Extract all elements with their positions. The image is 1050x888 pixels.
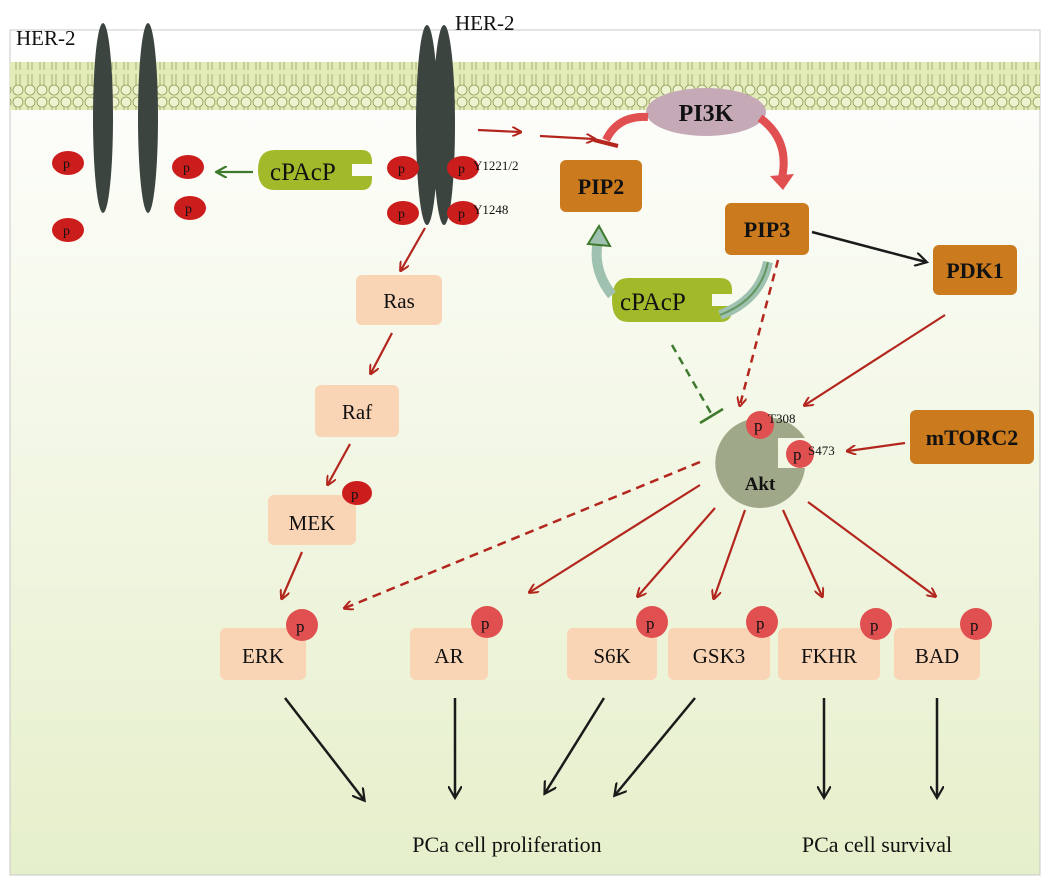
svg-text:PIP3: PIP3 [744, 217, 790, 242]
svg-text:ERK: ERK [242, 644, 284, 668]
pip2-node: PIP2 [560, 160, 642, 212]
pip3-node: PIP3 [725, 203, 809, 255]
akt-to-fkhr-arrow [781, 509, 822, 596]
pdk1-node: PDK1 [933, 245, 1017, 295]
svg-text:p: p [398, 162, 405, 177]
pi3k-node: PI3K [646, 88, 766, 136]
erk-node: ERK p [220, 609, 318, 680]
akt-to-s6k-arrow [638, 507, 716, 596]
fkhr-node: FKHR p [778, 608, 892, 680]
svg-text:BAD: BAD [915, 644, 959, 668]
mek-node: MEK p [268, 481, 372, 545]
bad-node: BAD p [894, 608, 992, 680]
pi3k-to-pip2-inhibit [602, 112, 649, 142]
her2-receptor-left [93, 23, 158, 213]
svg-text:Ras: Ras [383, 289, 415, 313]
ras-node: Ras [356, 275, 442, 325]
svg-text:p: p [351, 487, 359, 503]
cpacp-middle: cPAcP [612, 278, 732, 322]
svg-text:p: p [185, 202, 192, 217]
cpacp-top: cPAcP [258, 150, 372, 190]
proliferation-label: PCa cell proliferation [412, 832, 601, 857]
phospho-group-left: p p p p [52, 151, 206, 242]
svg-text:p: p [63, 224, 70, 239]
pip3-to-akt-dashed [740, 259, 780, 405]
svg-text:p: p [458, 207, 465, 222]
svg-text:p: p [183, 161, 190, 176]
receptor-to-pi3k-arrow-2 [539, 136, 594, 139]
ras-to-raf-arrow [371, 332, 393, 373]
mtorc2-to-akt-arrow [848, 441, 906, 451]
svg-text:PI3K: PI3K [679, 101, 734, 127]
akt-to-gsk3-arrow [714, 509, 747, 598]
svg-text:p: p [646, 614, 655, 633]
pi3k-to-pip3-arrow [757, 114, 788, 179]
svg-text:AR: AR [434, 644, 463, 668]
svg-text:p: p [398, 207, 405, 222]
pip3-to-pdk1-arrow [811, 230, 926, 262]
svg-text:cPAcP: cPAcP [620, 289, 686, 316]
svg-text:p: p [970, 616, 979, 635]
pdk1-to-akt-arrow [805, 314, 946, 405]
akt-to-ar-arrow [530, 484, 701, 592]
her2-label-left: HER-2 [16, 26, 76, 50]
phospho-group-right: p p p p [387, 156, 479, 225]
erk-to-proliferation-arrow [284, 697, 364, 800]
raf-to-mek-arrow [328, 443, 351, 484]
mtorc2-node: mTORC2 [910, 410, 1034, 464]
svg-text:cPAcP: cPAcP [270, 159, 336, 186]
raf-node: Raf [315, 385, 399, 437]
svg-text:p: p [296, 617, 305, 636]
svg-text:GSK3: GSK3 [693, 644, 746, 668]
svg-text:p: p [870, 616, 879, 635]
svg-text:Akt: Akt [745, 474, 776, 495]
her2-label-right: HER-2 [455, 11, 515, 35]
akt-node: p p Akt [715, 411, 814, 508]
receptor-to-pi3k-arrow-1 [477, 130, 520, 132]
ar-node: AR p [410, 606, 503, 680]
site-y1221-label: Y1221/2 [473, 158, 519, 173]
akt-to-erk-dashed [345, 460, 701, 608]
s6k-node: S6K p [567, 606, 668, 680]
svg-text:MEK: MEK [289, 511, 336, 535]
svg-text:mTORC2: mTORC2 [926, 425, 1019, 450]
svg-text:Raf: Raf [342, 400, 372, 424]
svg-text:PIP2: PIP2 [578, 174, 624, 199]
gsk3-node: GSK3 p [668, 606, 778, 680]
akt-to-bad-arrow [807, 501, 935, 596]
svg-text:FKHR: FKHR [801, 644, 857, 668]
svg-text:p: p [793, 445, 802, 464]
her2-receptor-right [416, 25, 455, 225]
svg-text:S6K: S6K [593, 644, 630, 668]
site-s473-label: S473 [808, 443, 835, 458]
site-y1248-label: Y1248 [473, 202, 508, 217]
cell-background [9, 29, 1041, 876]
svg-text:p: p [481, 614, 490, 633]
mek-to-erk-arrow [282, 551, 304, 598]
s6k-to-proliferation-arrow [545, 697, 606, 793]
site-t308-label: T308 [768, 411, 795, 426]
svg-text:p: p [756, 614, 765, 633]
svg-text:PDK1: PDK1 [946, 258, 1003, 283]
svg-text:p: p [754, 416, 763, 435]
svg-text:p: p [458, 162, 465, 177]
receptor-to-ras-arrow [401, 227, 426, 270]
survival-label: PCa cell survival [802, 832, 952, 857]
svg-text:p: p [63, 157, 70, 172]
gsk3-to-proliferation-arrow [615, 697, 696, 795]
cell-membrane [10, 62, 1040, 110]
